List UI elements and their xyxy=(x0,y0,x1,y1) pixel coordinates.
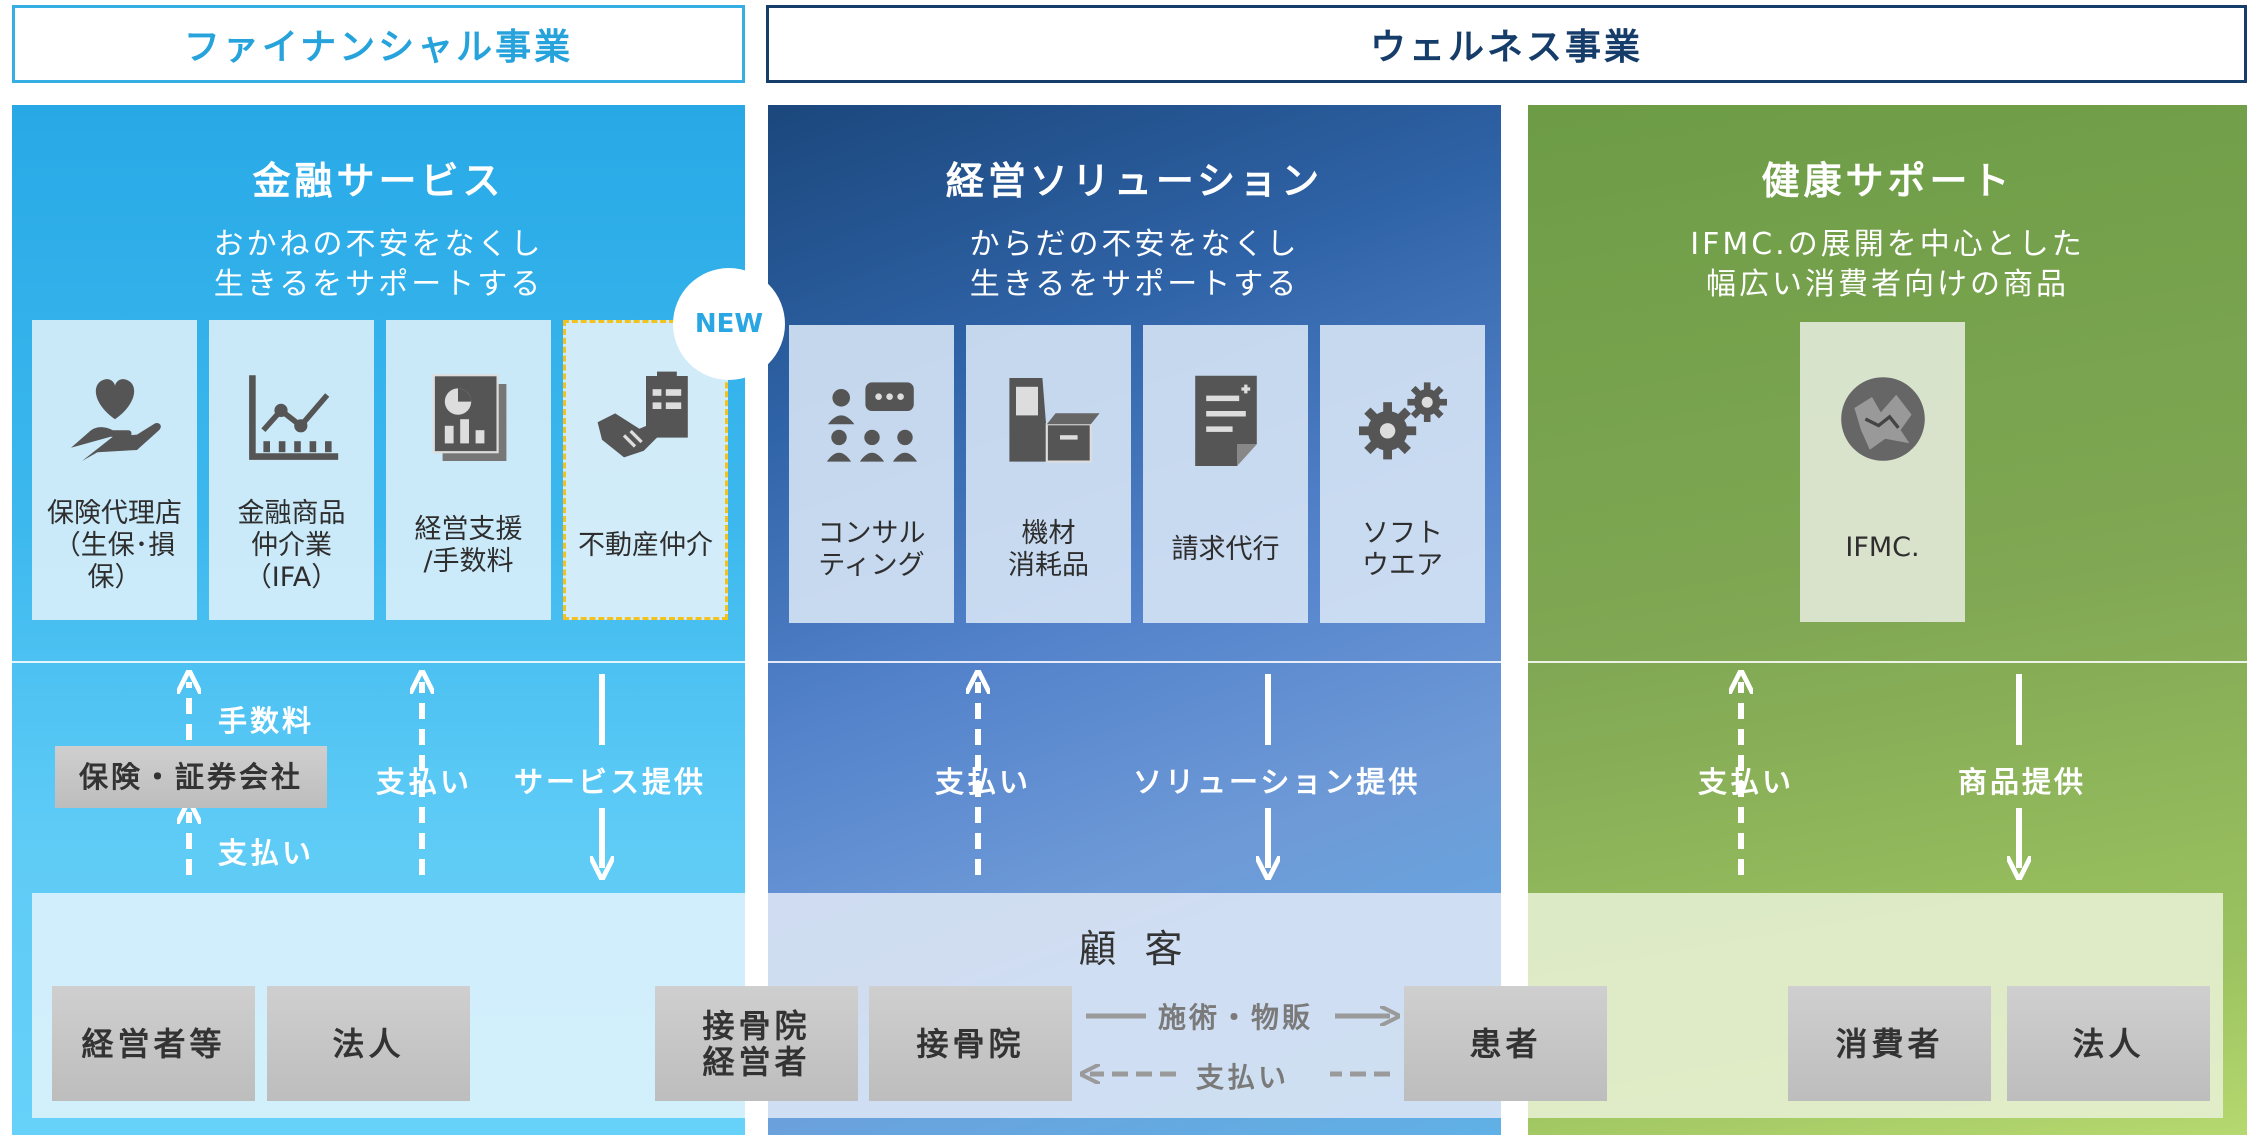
financial-subtitle-line2: 生きるをサポートする xyxy=(213,267,544,302)
card-ifa: 金融商品 仲介業 （IFA） xyxy=(209,320,374,620)
heart-hand-icon xyxy=(70,379,161,461)
wellness-business-banner: ウェルネス事業 xyxy=(766,5,2247,83)
card-label: コンサル ティング xyxy=(817,518,926,581)
solution-provision-label: ソリューション提供 xyxy=(1133,765,1421,799)
service-provision-label: サービス提供 xyxy=(514,765,707,799)
health-title: 健康サポート xyxy=(1761,159,2014,203)
card-label: ソフト ウエア xyxy=(1362,518,1443,581)
health-subtitle-line2: 幅広い消費者向けの商品 xyxy=(1706,267,2069,302)
card-consulting: コンサル ティング xyxy=(789,325,954,623)
card-software: ソフト ウエア xyxy=(1320,325,1485,623)
customer-consumer: 消費者 xyxy=(1788,986,1991,1101)
new-badge: NEW xyxy=(673,268,785,380)
card-insurance-agency: 保険代理店 （生保･損保） xyxy=(32,320,197,620)
handshake-clipboard-icon xyxy=(597,371,688,458)
payment-label-consulting: 支払い xyxy=(935,765,1032,799)
customer-clinic: 接骨院 xyxy=(869,986,1072,1101)
consulting-subtitle-line2: 生きるをサポートする xyxy=(969,267,1300,302)
card-equipment: 機材 消耗品 xyxy=(966,325,1131,623)
card-ifmc: IFMC. xyxy=(1800,322,1965,622)
health-subtitle-line1: IFMC.の展開を中心とした xyxy=(1690,227,2085,262)
payment-label-financial: 支払い xyxy=(376,765,473,799)
commission-label: 手数料 xyxy=(218,704,315,738)
customer-patient: 患者 xyxy=(1404,986,1607,1101)
product-provision-label: 商品提供 xyxy=(1958,765,2087,799)
card-label: 金融商品 仲介業 （IFA） xyxy=(237,498,346,593)
card-label: 不動産仲介 xyxy=(578,530,713,561)
insurance-securities-company: 保険・証券会社 xyxy=(55,746,327,808)
card-label: 請求代行 xyxy=(1171,534,1280,565)
financial-subtitle-line1: おかねの不安をなくし xyxy=(213,227,544,262)
payment-label-health: 支払い xyxy=(1698,765,1795,799)
ifmc-material-icon xyxy=(1840,377,1925,461)
consulting-divider xyxy=(768,661,1501,663)
financial-business-banner: ファイナンシャル事業 xyxy=(12,5,745,83)
card-label: 機材 消耗品 xyxy=(1008,518,1089,581)
consulting-subtitle-line1: からだの不安をなくし xyxy=(969,227,1300,262)
customer-executives: 経営者等 xyxy=(52,986,255,1101)
card-billing: 請求代行 xyxy=(1143,325,1308,623)
financial-divider xyxy=(12,661,745,663)
card-label: 保険代理店 （生保･損保） xyxy=(47,498,182,593)
patient-payment-label: 支払い xyxy=(1196,1061,1290,1094)
card-management-support: 経営支援 /手数料 xyxy=(386,320,551,620)
line-chart-icon xyxy=(248,375,338,460)
customer-corporation-financial: 法人 xyxy=(267,986,470,1101)
people-chat-icon xyxy=(826,382,917,462)
card-label: 経営支援 /手数料 xyxy=(414,514,523,577)
report-documents-icon xyxy=(432,374,506,461)
payment-label-insurer: 支払い xyxy=(218,836,315,870)
invoice-icon xyxy=(1194,375,1257,466)
kiosk-box-icon xyxy=(1008,378,1100,463)
card-label: IFMC. xyxy=(1845,532,1920,563)
customer-heading: 顧 客 xyxy=(1078,927,1191,971)
customer-corporation-health: 法人 xyxy=(2007,986,2210,1101)
customer-clinic-owner: 接骨院 経営者 xyxy=(655,986,858,1101)
health-divider xyxy=(1528,661,2247,663)
consulting-title: 経営ソリューション xyxy=(945,159,1324,203)
gears-icon xyxy=(1358,382,1447,460)
treatment-sales-label: 施術・物販 xyxy=(1158,1001,1314,1034)
financial-title: 金融サービス xyxy=(252,159,505,203)
